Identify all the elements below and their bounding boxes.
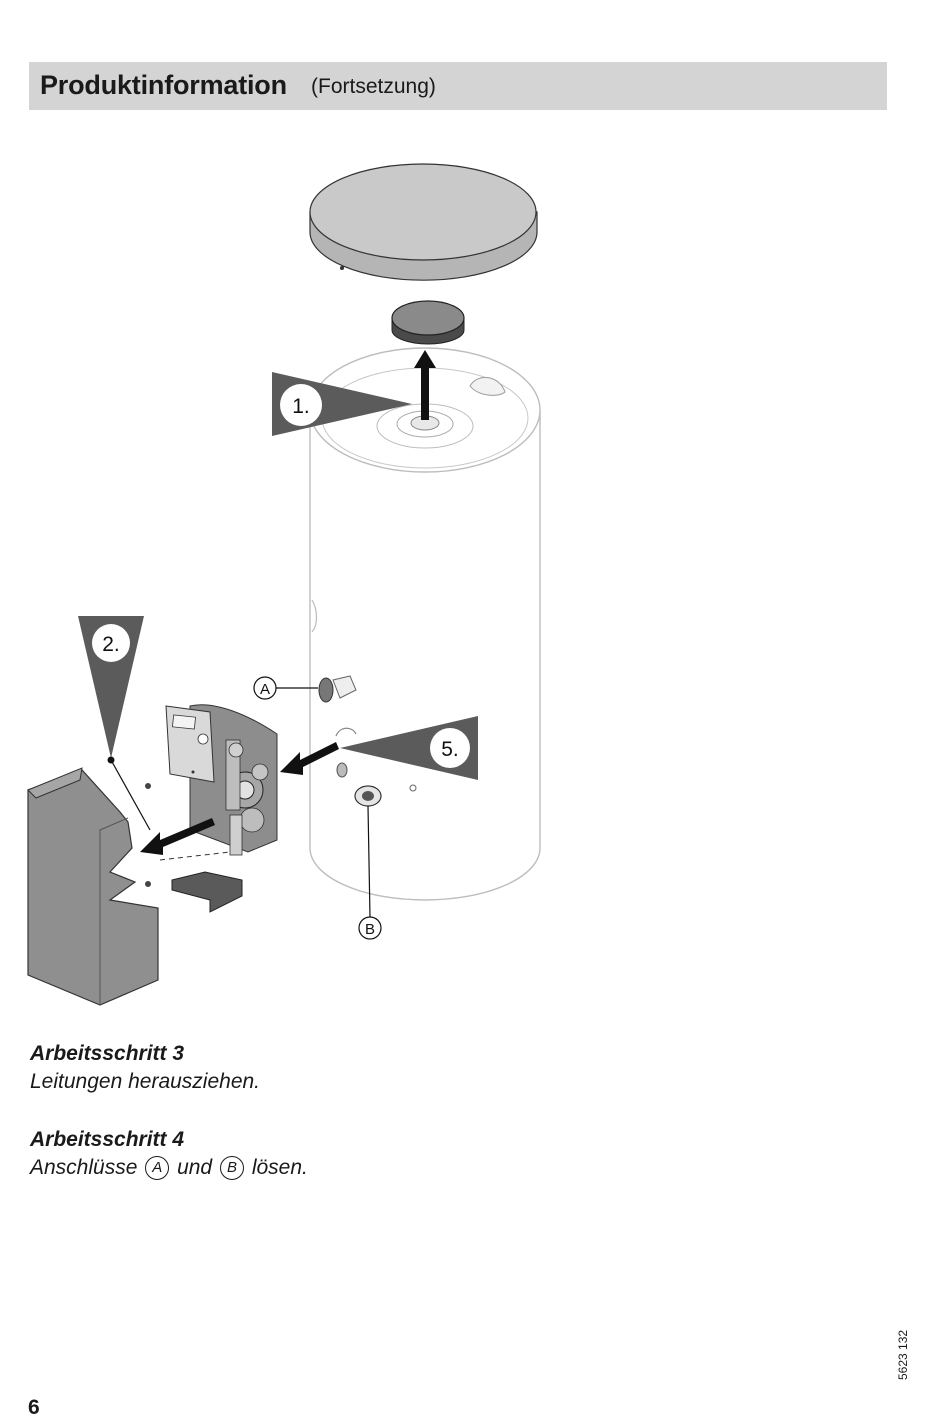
callout-step-2-label: 2.	[102, 633, 120, 656]
installation-illustration: 1. 2. 5	[27, 163, 541, 1006]
tank-connections	[318, 675, 417, 807]
callout-step-5-label: 5.	[441, 738, 459, 761]
callout-step-5: 5.	[340, 716, 478, 780]
step-4-text-middle: und	[177, 1156, 213, 1179]
step-4-title: Arbeitsschritt 4	[30, 1128, 185, 1151]
connection-label-a: A	[253, 676, 318, 700]
tank-lid	[309, 163, 538, 281]
connection-a-ref: A	[145, 1156, 170, 1180]
step-4-text: Anschlüsse A und B lösen.	[30, 1156, 308, 1180]
step-4: Arbeitsschritt 4 Anschlüsse A und B löse…	[30, 1128, 308, 1180]
connection-label-b: B	[358, 805, 382, 940]
connection-b-letter: B	[365, 921, 375, 938]
document-number: 5623 132	[896, 1329, 910, 1380]
step-3-text: Leitungen herausziehen.	[30, 1070, 261, 1093]
section-title: Produktinformation	[40, 70, 287, 100]
lift-arrow	[414, 350, 436, 420]
insulation-plug	[391, 300, 465, 345]
callout-step-1-label: 1.	[292, 395, 310, 418]
page-number: 6	[28, 1396, 40, 1419]
step-4-text-after: lösen.	[251, 1156, 308, 1179]
step-3: Arbeitsschritt 3 Leitungen herausziehen.	[30, 1042, 260, 1094]
step-3-title: Arbeitsschritt 3	[30, 1042, 185, 1065]
section-header: Produktinformation (Fortsetzung)	[29, 62, 887, 110]
callout-step-1: 1.	[272, 372, 412, 436]
front-cover	[27, 767, 159, 1006]
callout-step-2: 2.	[78, 616, 151, 831]
section-subtitle: (Fortsetzung)	[311, 75, 436, 98]
pump-module	[145, 704, 278, 913]
connection-b-ref: B	[219, 1156, 244, 1180]
storage-tank	[309, 347, 541, 901]
step-4-text-before: Anschlüsse	[30, 1156, 138, 1179]
connection-a-letter: A	[260, 681, 270, 698]
pull-arrows	[140, 742, 339, 855]
